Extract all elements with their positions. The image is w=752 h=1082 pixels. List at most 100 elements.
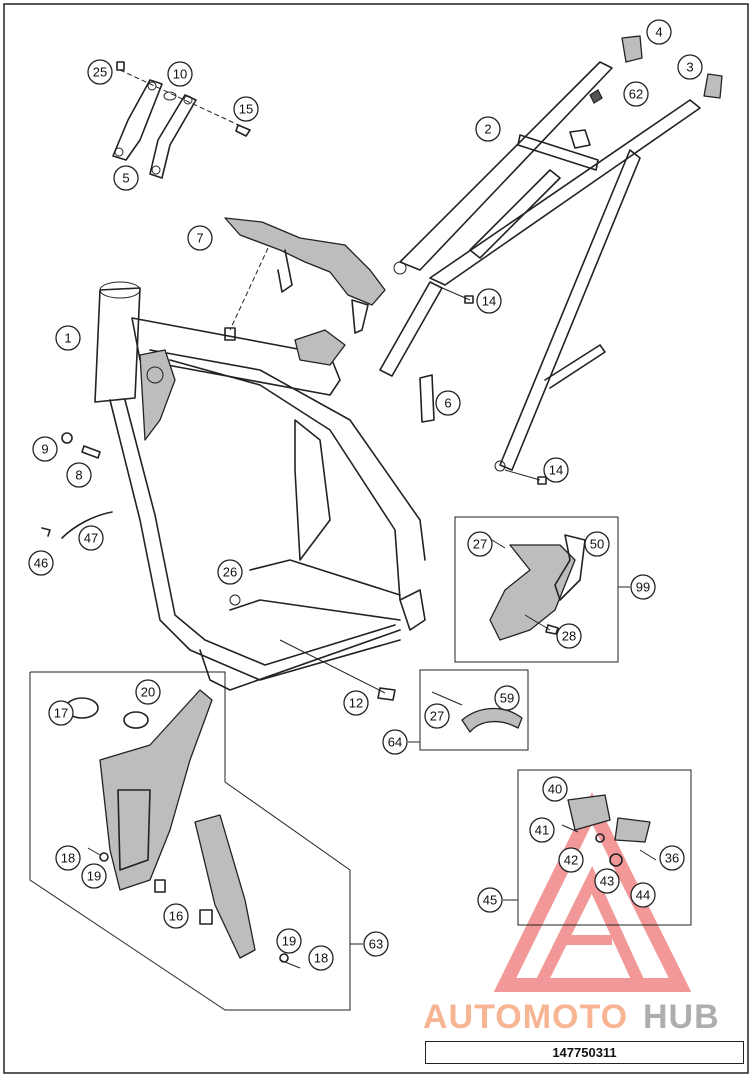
- watermark-text: AUTOMOTO HUB: [423, 998, 720, 1036]
- svg-text:12: 12: [349, 696, 363, 711]
- svg-text:63: 63: [369, 937, 383, 952]
- svg-text:19: 19: [87, 869, 101, 884]
- callout-19b: 19: [276, 928, 302, 954]
- callout-59: 59: [494, 685, 520, 711]
- svg-text:46: 46: [34, 556, 48, 571]
- svg-text:36: 36: [665, 851, 679, 866]
- catalog-number: 147750311: [552, 1045, 617, 1060]
- callout-5: 5: [113, 165, 139, 191]
- svg-text:3: 3: [686, 60, 693, 75]
- subframe-assembly: [379, 61, 701, 485]
- svg-text:41: 41: [535, 823, 549, 838]
- callout-3: 3: [677, 54, 703, 80]
- footpeg-assembly: [561, 794, 657, 867]
- callout-10: 10: [167, 61, 193, 87]
- svg-text:44: 44: [636, 888, 650, 903]
- svg-text:28: 28: [562, 629, 576, 644]
- callout-28: 28: [556, 623, 582, 649]
- callout-2: 2: [475, 116, 501, 142]
- callout-40: 40: [542, 776, 568, 802]
- group-frame-64: [419, 669, 529, 751]
- chain-guide-bracket: [224, 217, 386, 341]
- group-frame-45: [517, 769, 692, 926]
- svg-text:9: 9: [41, 442, 48, 457]
- callout-43: 43: [594, 868, 620, 894]
- callout-44: 44: [630, 882, 656, 908]
- callout-42: 42: [558, 847, 584, 873]
- callout-27a: 27: [467, 531, 493, 557]
- main-frame: [94, 281, 426, 701]
- svg-text:43: 43: [600, 874, 614, 889]
- callout-47: 47: [78, 525, 104, 551]
- callout-41: 41: [529, 817, 555, 843]
- callout-1: 1: [55, 325, 81, 351]
- callout-26: 26: [217, 559, 243, 585]
- callout-64: 64: [382, 729, 408, 755]
- group-frame-63: [29, 671, 351, 1011]
- chain-guide-parts: [489, 534, 586, 641]
- svg-text:18: 18: [61, 851, 75, 866]
- callout-63: 63: [363, 931, 389, 957]
- group-frame-99: [454, 516, 619, 663]
- svg-text:99: 99: [636, 580, 650, 595]
- svg-text:19: 19: [282, 934, 296, 949]
- svg-text:40: 40: [548, 782, 562, 797]
- callout-16: 16: [163, 903, 189, 929]
- bracket-6: [419, 374, 435, 423]
- callout-18b: 18: [308, 945, 334, 971]
- callout-36: 36: [659, 845, 685, 871]
- link-plates: [112, 61, 251, 179]
- svg-text:27: 27: [430, 709, 444, 724]
- small-parts-left: [41, 432, 113, 539]
- callout-45: 45: [477, 887, 503, 913]
- callout-8: 8: [66, 462, 92, 488]
- callout-62: 62: [623, 81, 649, 107]
- callout-19a: 19: [81, 863, 107, 889]
- callout-99: 99: [630, 574, 656, 600]
- svg-text:10: 10: [173, 67, 187, 82]
- svg-text:62: 62: [629, 87, 643, 102]
- svg-text:4: 4: [655, 25, 662, 40]
- callout-20: 20: [135, 679, 161, 705]
- svg-text:HUB: HUB: [643, 998, 720, 1036]
- svg-text:25: 25: [93, 65, 107, 80]
- catalog-number-box: 147750311: [425, 1041, 744, 1064]
- callout-46: 46: [28, 550, 54, 576]
- callout-15: 15: [233, 96, 259, 122]
- callout-18a: 18: [55, 845, 81, 871]
- svg-text:20: 20: [141, 685, 155, 700]
- callout-9: 9: [32, 436, 58, 462]
- svg-text:6: 6: [444, 396, 451, 411]
- svg-text:45: 45: [483, 893, 497, 908]
- svg-text:26: 26: [223, 565, 237, 580]
- callout-12: 12: [343, 690, 369, 716]
- svg-text:7: 7: [196, 231, 203, 246]
- svg-text:5: 5: [122, 171, 129, 186]
- svg-text:17: 17: [54, 706, 68, 721]
- frame-protectors: [65, 689, 301, 969]
- drawing-border: [3, 3, 749, 1074]
- svg-text:16: 16: [169, 909, 183, 924]
- chain-slider-59: [431, 691, 523, 733]
- svg-text:8: 8: [75, 468, 82, 483]
- svg-text:59: 59: [500, 691, 514, 706]
- svg-text:14: 14: [482, 294, 496, 309]
- svg-text:AUTOMOTO: AUTOMOTO: [423, 998, 628, 1036]
- callout-6: 6: [435, 390, 461, 416]
- svg-text:27: 27: [473, 537, 487, 552]
- svg-text:50: 50: [590, 537, 604, 552]
- callout-50: 50: [584, 531, 610, 557]
- callout-4: 4: [646, 19, 672, 45]
- callout-27b: 27: [424, 703, 450, 729]
- svg-text:1: 1: [64, 331, 71, 346]
- svg-text:64: 64: [388, 735, 402, 750]
- callout-17: 17: [48, 700, 74, 726]
- svg-text:2: 2: [484, 122, 491, 137]
- callout-25: 25: [87, 59, 113, 85]
- svg-text:14: 14: [549, 463, 563, 478]
- svg-text:18: 18: [314, 951, 328, 966]
- svg-text:47: 47: [84, 531, 98, 546]
- callout-14a: 14: [476, 288, 502, 314]
- callout-14b: 14: [543, 457, 569, 483]
